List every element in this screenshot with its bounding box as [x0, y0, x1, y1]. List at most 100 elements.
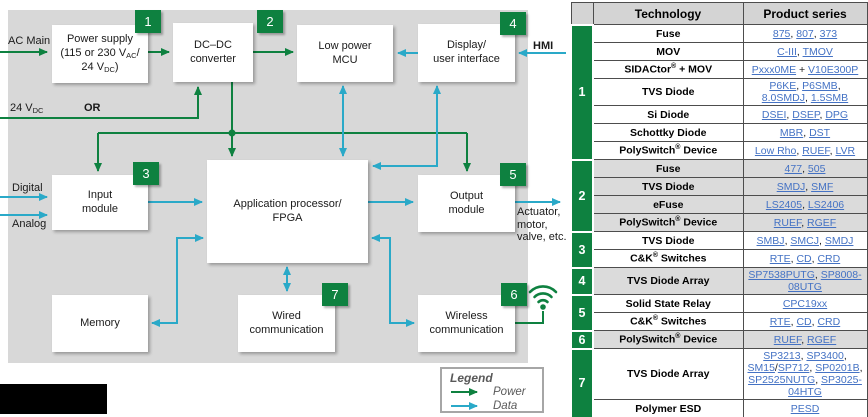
product-link[interactable]: CD: [796, 252, 812, 265]
group-number-7: 7: [570, 347, 594, 417]
product-link[interactable]: 1.5SMB: [810, 92, 849, 104]
product-link[interactable]: SP3025-04HTG: [788, 374, 862, 398]
product-link[interactable]: SMDJ: [824, 234, 854, 247]
product-link[interactable]: CRD: [817, 252, 841, 265]
box-label: DC–DC: [194, 38, 232, 51]
legend-title: Legend: [450, 371, 493, 385]
product-link[interactable]: RTE: [769, 315, 791, 328]
technology-cell: TVS Diode Array: [592, 348, 744, 400]
table-row: Polymer ESD PESD: [571, 399, 868, 417]
box-wired-communication: Wired communication: [238, 295, 335, 352]
box-input-module: Input module: [52, 175, 148, 230]
product-series-cell: Pxxx0ME + V10E300P: [742, 60, 868, 79]
product-link[interactable]: SM15: [747, 362, 775, 374]
product-link[interactable]: SMDJ: [776, 180, 806, 193]
product-series-cell: LS2405, LS2406: [742, 195, 868, 214]
product-link[interactable]: TMOV: [802, 45, 833, 58]
redacted-block: [0, 384, 107, 414]
group-number-3: 3: [570, 230, 594, 269]
table-corner-cell: [570, 2, 594, 25]
product-link[interactable]: LVR: [835, 144, 856, 157]
separator: ,: [796, 144, 803, 157]
group-number-1: 1: [570, 23, 594, 161]
product-link[interactable]: DST: [809, 126, 831, 139]
box-label: Input: [87, 188, 113, 201]
product-link[interactable]: Pxxx0ME: [751, 63, 797, 76]
product-link[interactable]: CRD: [817, 315, 841, 328]
product-link[interactable]: CPC19xx: [782, 297, 828, 310]
product-link[interactable]: SP2525NUTG: [748, 374, 816, 386]
product-link[interactable]: SP3213: [763, 350, 801, 362]
product-link[interactable]: 477: [784, 162, 803, 175]
separator: ,: [801, 333, 808, 346]
product-link[interactable]: C-III: [777, 45, 797, 58]
badge-4: 4: [500, 12, 526, 35]
box-display-user-interface: Display/ user interface: [418, 24, 515, 82]
group-number-5: 5: [570, 293, 594, 332]
label-24vdc: 24 VDC: [10, 102, 44, 115]
box-power-supply: Power supply (115 or 230 VAC/ 24 VDC): [52, 25, 148, 83]
product-link[interactable]: 373: [819, 27, 838, 40]
group-number-6: 6: [570, 329, 594, 350]
product-link[interactable]: CD: [796, 315, 812, 328]
product-link[interactable]: 807: [796, 27, 814, 40]
product-link[interactable]: SMCJ: [790, 234, 819, 247]
separator: +: [796, 63, 809, 76]
technology-cell: Solid State Relay: [592, 294, 744, 313]
product-link[interactable]: MBR: [779, 126, 804, 139]
separator: ,: [829, 144, 836, 157]
separator: ,: [813, 27, 820, 40]
product-link[interactable]: V10E300P: [808, 63, 859, 76]
product-link[interactable]: SP8008-08UTG: [788, 269, 862, 293]
product-link[interactable]: SP7538PUTG: [748, 269, 815, 281]
product-link[interactable]: RUEF: [773, 216, 802, 229]
product-link[interactable]: SP712: [777, 362, 810, 374]
separator: ,: [803, 126, 810, 139]
product-link[interactable]: LS2406: [807, 198, 845, 211]
product-series-cell: CPC19xx: [742, 294, 868, 313]
product-link[interactable]: DSEI: [761, 108, 787, 121]
separator: ,: [796, 80, 803, 92]
product-link[interactable]: RUEF: [802, 144, 830, 157]
product-link[interactable]: RGEF: [807, 216, 837, 229]
product-link[interactable]: RGEF: [807, 333, 837, 346]
product-link[interactable]: RTE: [769, 252, 791, 265]
product-link[interactable]: 875: [772, 27, 791, 40]
product-link[interactable]: RUEF: [773, 333, 802, 346]
product-link[interactable]: SMF: [811, 180, 834, 193]
product-link[interactable]: 505: [807, 162, 826, 175]
box-label: module: [448, 203, 485, 216]
product-link[interactable]: PESD: [790, 402, 820, 415]
product-link[interactable]: SMBJ: [756, 234, 785, 247]
legend: Legend Power Data: [440, 367, 544, 413]
legend-power-label: Power: [493, 386, 526, 398]
product-link[interactable]: DPG: [825, 108, 849, 121]
box-wireless-communication: Wireless communication: [418, 295, 515, 352]
product-link[interactable]: Low Rho: [754, 144, 797, 157]
technology-cell: Polymer ESD: [592, 399, 744, 417]
product-link[interactable]: DSEP: [792, 108, 820, 121]
product-link[interactable]: LS2405: [765, 198, 803, 211]
product-link[interactable]: P6SMB: [802, 80, 838, 92]
badge-2: 2: [257, 10, 283, 33]
technology-cell: SIDACtor® + MOV: [592, 60, 744, 79]
box-label: MCU: [332, 53, 358, 66]
badge-3: 3: [133, 162, 159, 185]
product-series-cell: RTE, CD, CRD: [742, 312, 868, 331]
product-link[interactable]: SP0201B: [815, 362, 860, 374]
separator: ,: [790, 315, 797, 328]
separator: ,: [811, 252, 818, 265]
separator: ,: [796, 45, 803, 58]
technology-cell: PolySwitch® Device: [592, 213, 744, 232]
product-link[interactable]: P6KE: [769, 80, 797, 92]
technology-cell: TVS Diode Array: [592, 267, 744, 295]
product-link[interactable]: 8.0SMDJ: [761, 92, 805, 104]
product-link[interactable]: SP3400: [806, 350, 844, 362]
technology-cell: TVS Diode: [592, 231, 744, 250]
separator: ,: [802, 162, 808, 175]
